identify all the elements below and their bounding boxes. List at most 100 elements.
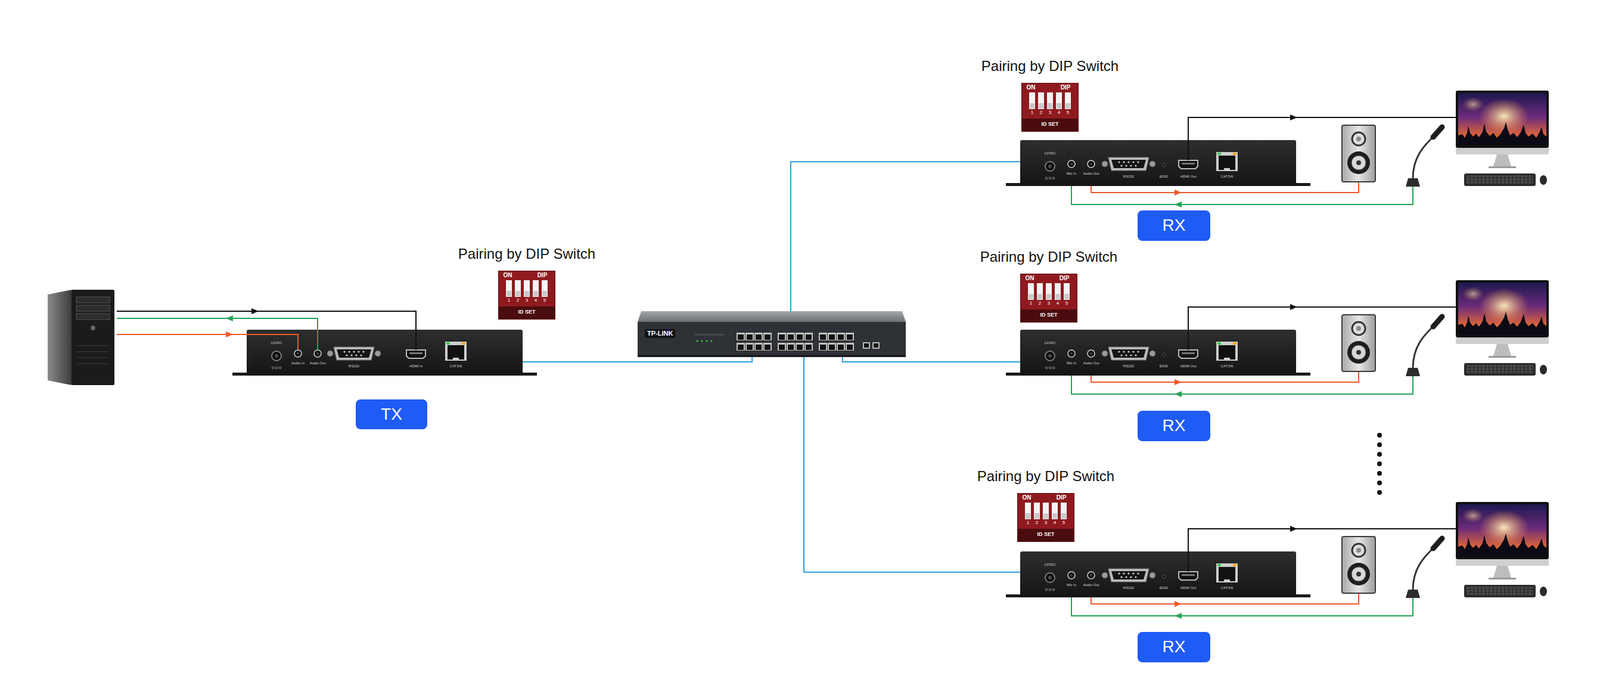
dip-label: 1 xyxy=(1030,110,1034,116)
dip-label: DIP xyxy=(1056,494,1067,501)
continuation-dots xyxy=(1377,432,1382,495)
dip-switch-art xyxy=(533,290,539,297)
transmitter-art xyxy=(327,346,381,360)
transmitter-art xyxy=(445,341,467,361)
network-switch-art xyxy=(872,342,880,349)
dip-switch-art xyxy=(1038,103,1044,109)
dip-switch-art xyxy=(541,280,548,297)
network-cable xyxy=(803,356,1021,573)
port-label: HDMI Out xyxy=(1180,174,1197,179)
port-label: CAT.5/6 xyxy=(1221,585,1234,590)
dip-switch-art xyxy=(498,306,555,319)
dip-switch: Pairing by DIP SwitchONDIP12345ID SET xyxy=(977,467,1115,542)
network-switch-art xyxy=(637,321,906,355)
network-switch-art xyxy=(696,340,699,343)
dip-switch-art xyxy=(1027,283,1034,300)
dip-switch-art xyxy=(1056,103,1062,109)
dip-switch-art xyxy=(1051,502,1058,520)
network-cable xyxy=(522,356,753,362)
dip-label: ID SET xyxy=(1041,121,1059,127)
port-label: RS232 xyxy=(348,364,360,369)
dip-switch-art xyxy=(1037,293,1043,300)
dip-label: 4 xyxy=(1056,300,1059,306)
network-switch: TP-LINK xyxy=(637,311,906,357)
dip-switch-art xyxy=(1025,513,1031,519)
dip-switch-art xyxy=(523,280,530,297)
dip-switch-art xyxy=(532,280,539,297)
dip-switch-art xyxy=(1020,309,1077,322)
transmitter-art xyxy=(232,329,537,376)
dip-switch-art xyxy=(1024,502,1031,520)
unit-name: RX xyxy=(1162,215,1186,235)
network-switch-art xyxy=(637,354,906,357)
network-switch-art xyxy=(706,340,708,343)
dip-switch-art xyxy=(1028,293,1034,300)
network-switch-art xyxy=(777,332,813,351)
port-label: RS232 xyxy=(1123,364,1135,369)
dip-heading: Pairing by DIP Switch xyxy=(458,245,596,263)
illustration xyxy=(1005,501,1549,619)
dip-switch: Pairing by DIP SwitchONDIP12345ID SET xyxy=(980,248,1118,323)
dip-label: 2 xyxy=(1035,520,1039,525)
signal-wire xyxy=(251,308,259,315)
dip-switch-art xyxy=(1034,513,1040,519)
computer-tower xyxy=(76,313,110,320)
dip-switch-art xyxy=(1042,502,1049,520)
port-label: Mic In xyxy=(1066,582,1077,587)
dip-label: 5 xyxy=(1062,520,1065,525)
unit-name: RX xyxy=(1162,637,1186,657)
port-label: EDID xyxy=(1159,364,1168,369)
dip-switch-art xyxy=(1047,92,1053,110)
dip-switch-art xyxy=(1021,118,1078,132)
port-label: EDID xyxy=(1159,174,1168,179)
dip-switch-art xyxy=(514,280,521,297)
dip-switch-art xyxy=(1052,513,1058,519)
unit-badge: RX xyxy=(1137,410,1211,441)
continuation-dots xyxy=(1377,461,1382,466)
network-switch-art xyxy=(637,311,906,322)
signal-wire xyxy=(116,318,318,350)
dip-switch-art xyxy=(1033,502,1040,520)
signal-wire xyxy=(225,331,233,338)
dip-switch-art xyxy=(542,290,548,297)
dip-switch-art xyxy=(1064,293,1070,300)
dip-switch-art xyxy=(1055,92,1062,110)
dip-switch-body: ONDIP12345ID SET xyxy=(1021,82,1079,132)
port-label: 12VDC xyxy=(270,340,282,346)
continuation-dots xyxy=(1377,451,1382,457)
dip-heading: Pairing by DIP Switch xyxy=(981,57,1119,75)
port-label: Audio Out xyxy=(1083,582,1100,587)
dip-switch-art xyxy=(1047,92,1053,110)
dip-switch-art xyxy=(1051,502,1058,520)
network-switch-art xyxy=(694,333,725,336)
dip-switch-art xyxy=(514,280,521,297)
dip-label: 4 xyxy=(1053,520,1056,525)
dip-switch-art xyxy=(1029,103,1035,109)
continuation-dots xyxy=(1377,480,1382,486)
dip-label: 4 xyxy=(534,297,537,303)
dip-heading: Pairing by DIP Switch xyxy=(977,467,1115,485)
dip-label: 3 xyxy=(525,297,528,303)
port-label: CAT.5/6 xyxy=(1221,174,1234,179)
dip-switch-art xyxy=(1045,283,1052,300)
dip-label: 1 xyxy=(1029,300,1033,306)
receiver-unit: 12VDCMic InAudio OutRS232EDIDHDMI OutCAT… xyxy=(1020,551,1297,598)
dip-switch-art xyxy=(1020,274,1077,323)
dip-switch-art xyxy=(1038,92,1045,110)
dip-switch-art xyxy=(1063,283,1070,300)
dip-switch-art xyxy=(1061,513,1067,519)
brand-label: TP-LINK xyxy=(644,328,676,338)
dip-switch-art xyxy=(1045,283,1052,300)
dip-switch-art xyxy=(505,280,512,297)
port-label: RS232 xyxy=(1123,174,1135,179)
dip-switch-art xyxy=(1064,92,1071,110)
transmitter-art xyxy=(406,349,426,359)
computer-tower xyxy=(71,289,115,385)
port-label: Audio Out xyxy=(309,361,326,366)
continuation-dots xyxy=(1377,470,1382,476)
network-switch-art xyxy=(637,311,906,357)
dip-switch-art xyxy=(1063,283,1070,300)
dip-switch-body: ONDIP12345ID SET xyxy=(498,270,556,320)
receiver-unit: 12VDCMic InAudio OutRS232EDIDHDMI OutCAT… xyxy=(1020,329,1297,376)
